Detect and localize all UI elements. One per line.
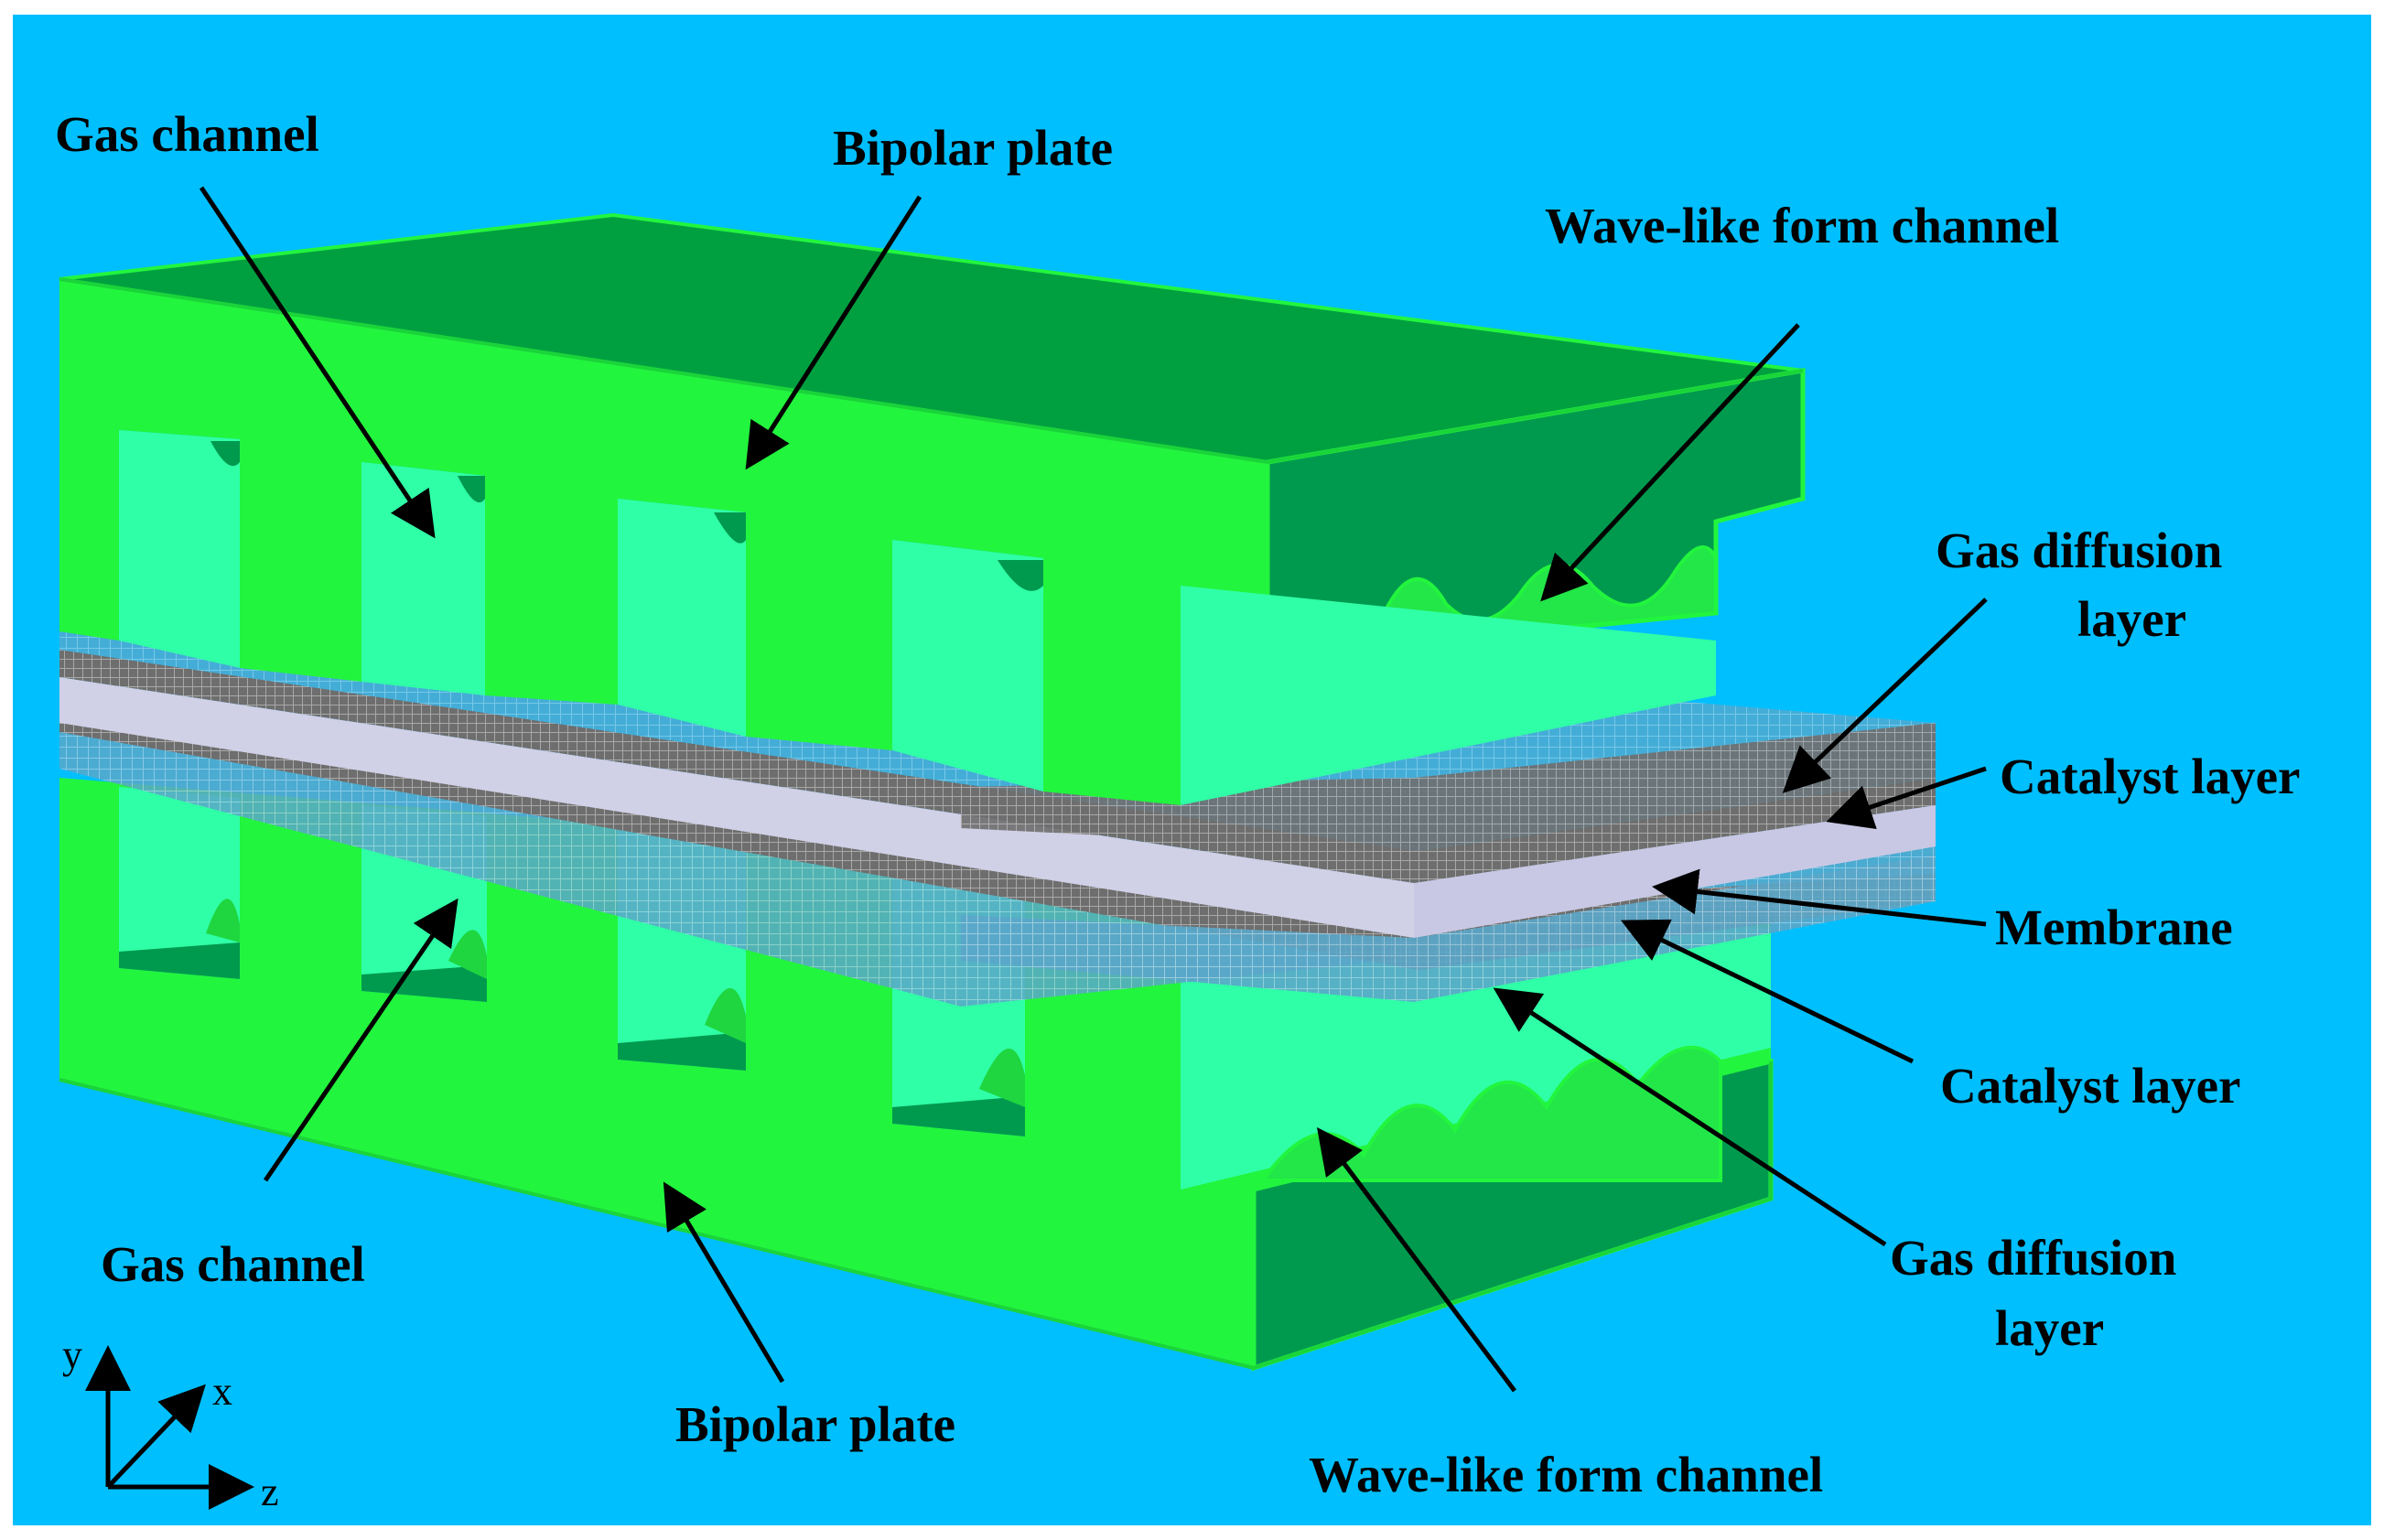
leader-lines xyxy=(199,186,1988,1393)
label-gdl-top-line1: Gas diffusion xyxy=(1936,522,2222,578)
axis-label-z: z xyxy=(261,1470,279,1514)
arrow-gas-channel-top xyxy=(199,186,436,539)
arrow-catalyst-top xyxy=(1826,766,1987,830)
upper-channel-opening-5 xyxy=(1181,586,1716,805)
lower-wave-bump-4 xyxy=(979,1048,1025,1107)
labels: Gas channel Bipolar plate Wave-like form… xyxy=(55,106,2300,1502)
upper-channel-opening-3 xyxy=(618,499,746,737)
label-gas-channel-bottom: Gas channel xyxy=(101,1236,365,1292)
label-catalyst-top: Catalyst layer xyxy=(2000,748,2300,804)
label-wave-channel-top: Wave-like form channel xyxy=(1545,198,2059,253)
upper-channel-opening-2 xyxy=(361,462,485,695)
lower-channel-floor-1 xyxy=(119,942,240,979)
arrow-wave-channel-top xyxy=(1540,323,1800,602)
upper-plate-outline xyxy=(59,277,1804,465)
upper-channel-opening-1 xyxy=(119,430,240,668)
lower-wave-bump-1 xyxy=(206,899,240,942)
label-bipolar-plate-bottom: Bipolar plate xyxy=(675,1396,955,1452)
upper-wave-crest-4 xyxy=(998,560,1043,591)
axes-triad: y x z xyxy=(62,1332,279,1514)
arrow-membrane xyxy=(1652,868,1987,927)
label-gas-channel-top: Gas channel xyxy=(55,106,319,162)
label-gdl-top-line2: layer xyxy=(2077,591,2186,647)
x-axis-line xyxy=(106,1384,206,1489)
arrow-bipolar-plate-top xyxy=(745,195,922,470)
lower-wave-bump-3 xyxy=(705,987,746,1043)
lower-plate-outline xyxy=(59,1061,1773,1371)
arrow-bipolar-plate-bottom xyxy=(663,1181,785,1384)
arrow-gdl-top xyxy=(1782,598,1988,793)
upper-wave-crest-3 xyxy=(714,512,746,544)
label-catalyst-bottom: Catalyst layer xyxy=(1940,1058,2240,1114)
arrow-gas-channel-bottom xyxy=(263,898,458,1182)
label-gdl-bottom-line2: layer xyxy=(1995,1300,2104,1356)
lower-channel-floor-3 xyxy=(618,1032,746,1071)
axis-label-x: x xyxy=(212,1369,232,1414)
label-bipolar-plate-top: Bipolar plate xyxy=(833,120,1113,176)
lower-gdl-front-mesh xyxy=(961,856,1936,1002)
upper-bipolar-plate xyxy=(59,212,1806,805)
upper-channel-opening-4 xyxy=(892,540,1043,792)
upper-wave-crest-2 xyxy=(458,476,485,503)
arrow-wave-channel-bottom xyxy=(1317,1127,1516,1393)
upper-wave-crest-1 xyxy=(210,441,240,467)
arrow-catalyst-bottom xyxy=(1620,919,1915,1064)
axis-label-y: y xyxy=(62,1332,82,1377)
label-wave-channel-bottom: Wave-like form channel xyxy=(1309,1447,1823,1502)
lower-wave-bump-2 xyxy=(448,930,487,979)
label-gdl-bottom-line1: Gas diffusion xyxy=(1890,1230,2176,1286)
lower-channel-floor-4 xyxy=(892,1096,1025,1136)
upper-gdl-front-mesh xyxy=(961,723,1936,851)
arrow-gdl-bottom xyxy=(1493,987,1887,1247)
label-membrane: Membrane xyxy=(1995,899,2233,955)
